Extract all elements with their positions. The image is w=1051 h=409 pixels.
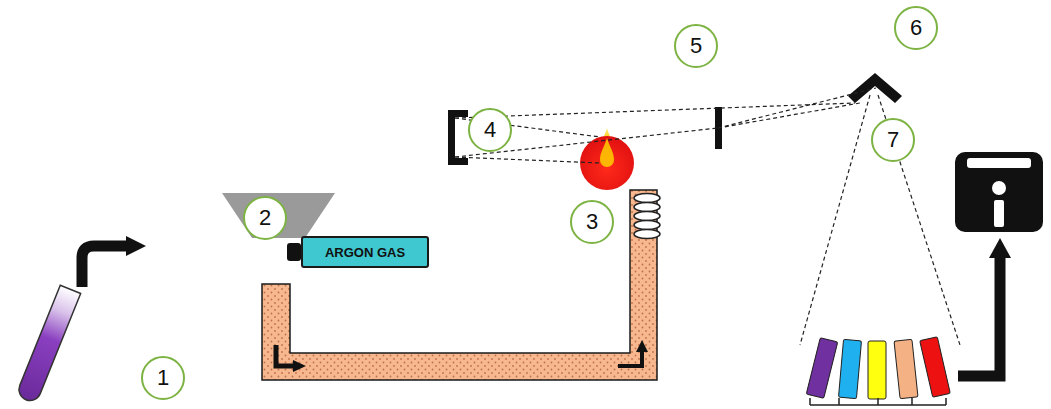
callout-circle: 3: [570, 200, 614, 244]
gas-supply-box: ARGON GAS: [301, 236, 429, 268]
callout-number: 1: [157, 365, 169, 391]
callout-circle: 4: [468, 108, 512, 152]
flow-arrow: [82, 246, 128, 287]
sample-pipe: [262, 190, 657, 380]
callout-circle: 7: [871, 118, 915, 162]
spectral-lines: [806, 337, 950, 405]
callout-circle: 1: [141, 356, 185, 400]
light-path: [455, 88, 960, 345]
callout-number: 6: [910, 15, 922, 41]
callout-circle: 6: [894, 6, 938, 50]
callout-number: 5: [690, 33, 702, 59]
signal-arrow: [958, 255, 1000, 376]
callout-number: 3: [586, 209, 598, 235]
callout-number: 4: [484, 117, 496, 143]
callout-circle: 5: [674, 24, 718, 68]
rf-coil: [634, 194, 660, 239]
callout-circle: 2: [243, 196, 287, 240]
detector: [955, 152, 1043, 232]
arrow-head: [126, 236, 146, 256]
test-tube: [16, 285, 81, 404]
callout-number: 7: [887, 127, 899, 153]
callout-number: 2: [259, 205, 271, 231]
box-label: ARGON GAS: [325, 245, 405, 260]
gas-nozzle: [287, 243, 301, 261]
